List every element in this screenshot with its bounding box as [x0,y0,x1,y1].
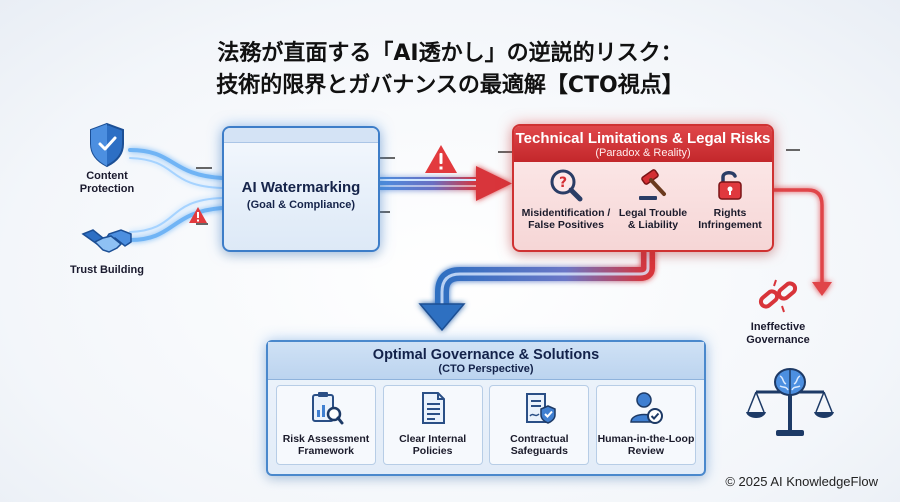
risk-label-line: Rights [713,207,747,219]
brain-scale-icon [746,368,834,436]
governance-label-line: Framework [297,445,355,457]
risk-label-line: False Positives [528,219,604,231]
governance-label-line: Contractual [510,433,569,445]
governance-label-line: Policies [412,445,453,457]
shield-icon [90,122,124,168]
trust-building-label: Trust Building [70,264,144,276]
broken-chain-icon [758,279,798,313]
risk-item-rights: Rights Infringement [694,168,766,231]
risk-item-legal: Legal Trouble & Liability [617,168,689,231]
governance-box: Optimal Governance & Solutions (CTO Pers… [266,340,706,476]
governance-label-line: Human-in-the-Loop [597,433,695,445]
contract-shield-icon [526,393,557,424]
magnifier-question-icon: ? [550,169,583,202]
ineffective-label-2: Governance [746,334,810,346]
content-protection-label-2: Protection [79,183,135,195]
red-return-line [770,188,832,296]
risk-label-line: Legal Trouble [618,207,688,219]
gavel-icon [639,169,666,200]
document-icon [421,392,445,424]
risks-subtitle: (Paradox & Reality) [595,147,691,159]
svg-text:?: ? [559,175,567,191]
glitch-dashes [196,149,800,225]
content-protection: Content Protection [62,122,152,196]
input-lines [128,148,224,242]
risks-title: Technical Limitations & Legal Risks [515,130,771,147]
page-title: 法務が直面する「AI透かし」の逆説的リスク： 技術的限界とガバナンスの最適解【C… [0,38,900,102]
risks-header: Technical Limitations & Legal Risks (Par… [514,126,772,162]
warning-icon [189,207,207,223]
governance-label-line: Clear Internal [399,433,467,445]
broken-lock-icon [718,171,742,200]
warning-icon [425,145,457,173]
copyright: © 2025 AI KnowledgeFlow [725,474,878,489]
governance-header: Optimal Governance & Solutions (CTO Pers… [268,342,704,380]
person-check-icon [630,392,663,424]
risk-label-line: Misidentification / [521,207,611,219]
watermark-title: AI Watermarking [241,179,361,196]
main-arrow [378,166,512,201]
title-line-1: 法務が直面する「AI透かし」の逆説的リスク： [217,41,683,66]
technical-risks-box: Technical Limitations & Legal Risks (Par… [512,124,774,252]
handshake-icon [81,229,132,253]
governance-item-contractual: Contractual Safeguards [489,385,590,465]
risk-label-line: & Liability [627,219,679,231]
risk-label-line: Infringement [698,219,762,231]
watermark-subtitle: (Goal & Compliance) [246,199,356,211]
governance-label-line: Review [627,445,665,457]
down-arrow [418,250,655,332]
ai-watermarking-box: AI Watermarking (Goal & Compliance) [222,126,380,252]
trust-building: Trust Building [52,222,162,277]
governance-subtitle: (CTO Perspective) [438,363,534,375]
governance-title: Optimal Governance & Solutions [372,347,600,363]
clipboard-chart-icon [312,392,344,425]
governance-item-risk-assessment: Risk Assessment Framework [276,385,376,465]
governance-item-policies: Clear Internal Policies [382,385,483,465]
governance-label-line: Safeguards [510,445,568,457]
governance-label-line: Risk Assessment [282,433,370,445]
ineffective-governance: Ineffective Governance [726,276,830,347]
governance-item-human-review: Human-in-the-Loop Review [595,385,696,465]
ineffective-label-1: Ineffective [750,321,806,333]
risk-item-misidentification: ? Misidentification / False Positives [520,168,612,231]
title-line-2: 技術的限界とガバナンスの最適解【CTO視点】 [216,73,684,98]
content-protection-label-1: Content [86,170,128,182]
